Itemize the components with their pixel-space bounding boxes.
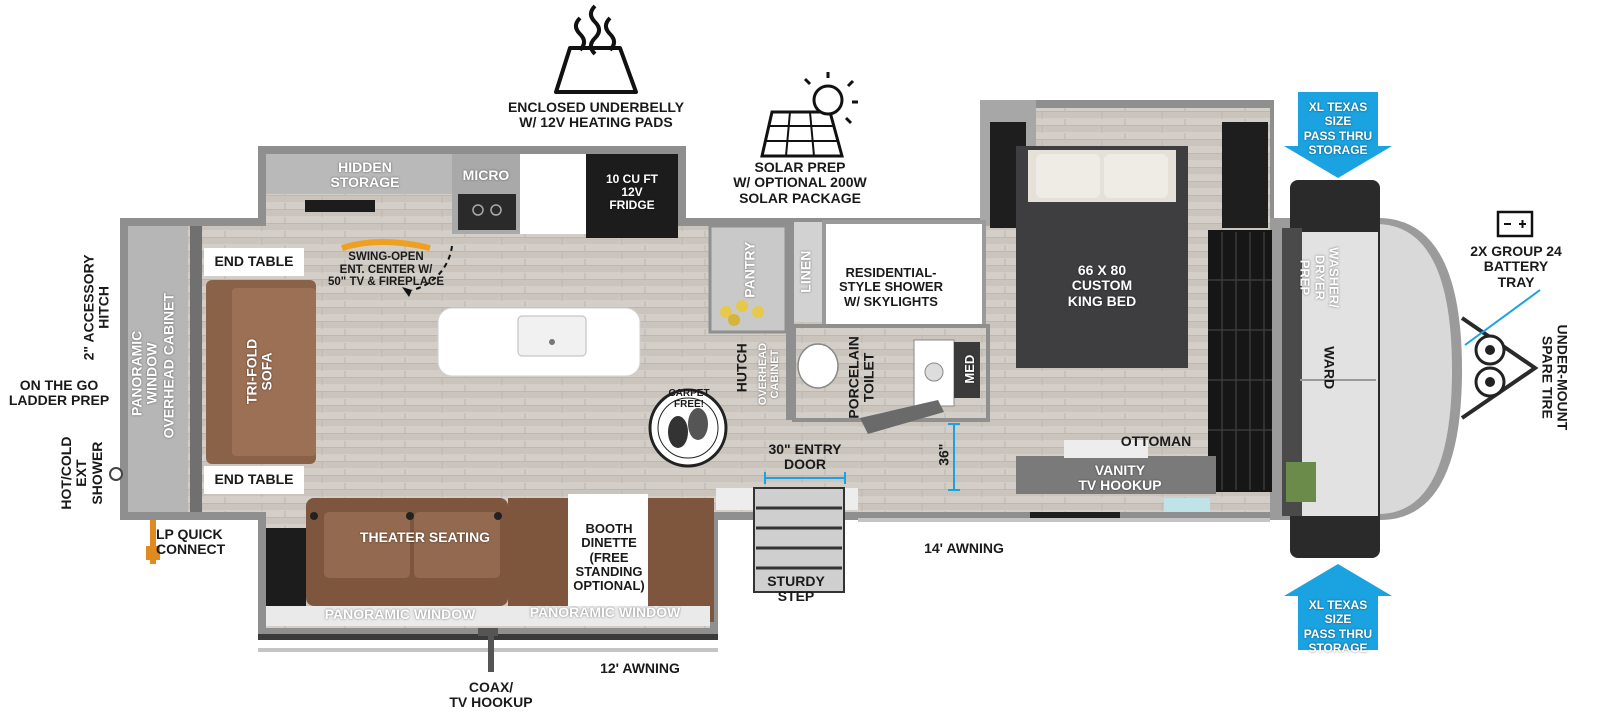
bedroom [990, 122, 1268, 520]
panoramic-window-1-label: PANORAMIC WINDOW [324, 606, 476, 622]
texas-storage-bottom: XL TEXAS SIZE PASS THRU STORAGE [1303, 598, 1373, 656]
underbelly-label: ENCLOSED UNDERBELLY W/ 12V HEATING PADS [507, 99, 685, 131]
shower-label: RESIDENTIAL- STYLE SHOWER W/ SKYLIGHTS [838, 265, 943, 309]
pantry-label: PANTRY [741, 241, 758, 298]
step-label: STURDY STEP [767, 573, 825, 605]
heating-pad-icon [554, 4, 638, 94]
washer-dryer-label: WASHER/ DRYER PREP [1297, 247, 1342, 308]
solar-panel-icon [760, 72, 858, 158]
swing-ent-label: SWING-OPEN ENT. CENTER W/ 50" TV & FIREP… [328, 251, 444, 289]
solar-label: SOLAR PREP W/ OPTIONAL 200W SOLAR PACKAG… [733, 159, 867, 206]
kitchen-slide [266, 154, 678, 297]
coax-label: COAX/ TV HOOKUP [449, 679, 533, 711]
hitch-assembly [1460, 289, 1541, 420]
dinette-label: BOOTH DINETTE (FREE STANDING OPTIONAL) [573, 521, 645, 594]
fridge-label: 10 CU FT 12V FRIDGE [605, 172, 658, 213]
toilet-label: PORCELAIN TOILET [845, 336, 877, 419]
living-area [109, 226, 316, 512]
lp-label: LP QUICK CONNECT [156, 526, 226, 558]
ext-shower-label: HOT/COLD EXT SHOWER [57, 436, 105, 510]
entry-door-label: 30" ENTRY DOOR [768, 441, 842, 473]
overhead-cabinet-2-label: OVERHEAD CABINET [756, 342, 781, 406]
ladder-label: ON THE GO LADDER PREP [8, 377, 110, 409]
dim-36-label: 36" [935, 443, 952, 466]
battery-icon [1496, 210, 1534, 238]
hidden-storage-label: HIDDEN STORAGE [330, 159, 400, 191]
vanity-label: VANITY TV HOOKUP [1078, 462, 1162, 494]
kitchen-island [437, 307, 641, 377]
med-label: MED [961, 354, 977, 384]
accessory-hitch-label: 2" ACCESSORY HITCH [80, 254, 112, 361]
overhead-cabinet-label: OVERHEAD CABINET [160, 292, 177, 439]
panoramic-window-side-label: PANORAMIC WINDOW [128, 330, 160, 417]
spare-tire-label: UNDER-MOUNT SPARE TIRE [1539, 324, 1571, 431]
bed-label: 66 X 80 CUSTOM KING BED [1067, 262, 1137, 309]
awning-14-label: 14' AWNING [924, 540, 1004, 556]
hutch-label: HUTCH [733, 343, 750, 393]
sofa-label: TRI-FOLD SOFA [243, 338, 275, 405]
end-table-top-label: END TABLE [214, 253, 294, 269]
ward-label: WARD [1321, 346, 1338, 390]
panoramic-window-2-label: PANORAMIC WINDOW [529, 604, 681, 620]
connectors [146, 520, 494, 672]
carpet-free-stamp [648, 388, 728, 468]
micro-label: MICRO [462, 167, 510, 183]
linen-label: LINEN [797, 250, 814, 293]
end-table-bottom-label: END TABLE [214, 471, 294, 487]
carpet-free-label: CARPET FREE! [668, 388, 710, 410]
front-cap [1208, 180, 1462, 558]
rear-slide [258, 494, 718, 640]
pantry-bath [708, 218, 990, 434]
awning-12-label: 12' AWNING [600, 660, 680, 676]
theater-label: THEATER SEATING [359, 529, 491, 545]
storage-arrows [1284, 92, 1392, 650]
texas-storage-top: XL TEXAS SIZE PASS THRU STORAGE [1303, 100, 1373, 158]
entry-step [716, 423, 960, 593]
battery-label: 2X GROUP 24 BATTERY TRAY [1470, 243, 1562, 290]
ottoman-label: OTTOMAN [1120, 433, 1192, 449]
